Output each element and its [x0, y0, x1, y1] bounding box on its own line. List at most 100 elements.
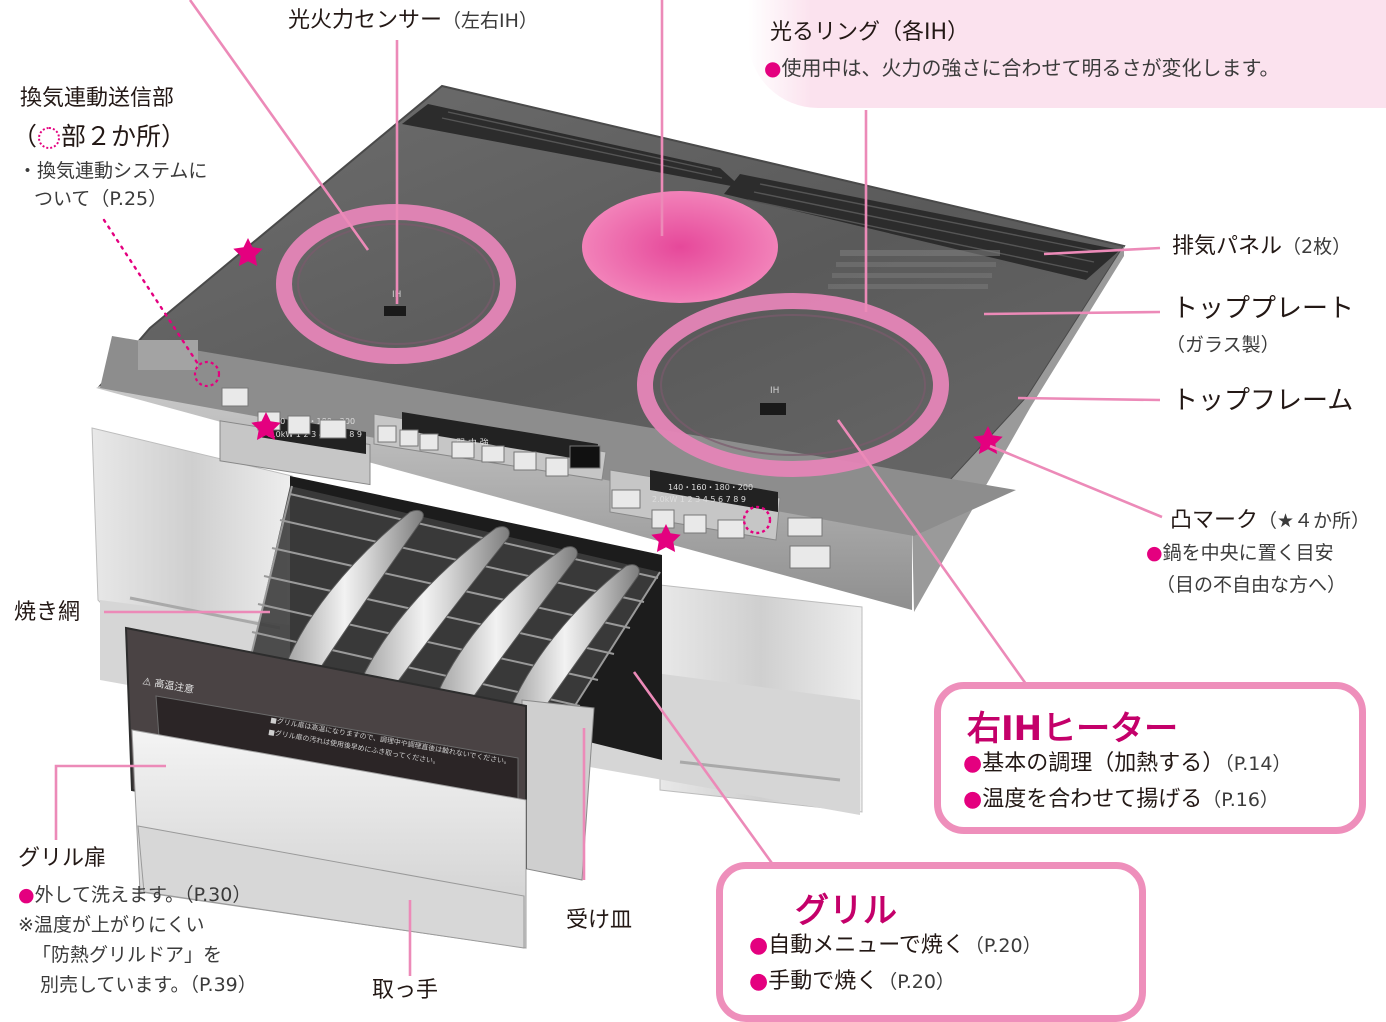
top-frame-right: [912, 246, 1124, 612]
right-ih-mark: IH: [770, 386, 779, 396]
exhaust-grille: [441, 111, 1101, 273]
grill-fish-button[interactable]: [513, 451, 537, 471]
fish-1: [279, 509, 424, 691]
exhaust-panel-note: （2枚）: [1282, 236, 1352, 258]
grill-item-1: ●自動メニューで焼く（P.20）: [749, 933, 1042, 959]
left-up-button[interactable]: [287, 415, 311, 435]
leader-line-exhaust-panel: [1043, 246, 1161, 256]
grill-door-desc-4: 別売しています。（P.39）: [40, 974, 257, 996]
grill-item-2-page: （P.20）: [878, 971, 955, 993]
right-ih-ring: [637, 293, 949, 477]
right-ih-item-1-page: （P.14）: [1224, 753, 1292, 775]
grill-minus-button[interactable]: [399, 429, 419, 447]
leader-line-right-ih: [836, 419, 1028, 685]
vent-link-title: 換気連動送信部: [20, 86, 175, 111]
left-power-button[interactable]: [221, 387, 249, 407]
grill-back-button[interactable]: [451, 441, 475, 459]
exhaust-panel-label: 排気パネル（2枚）: [1172, 234, 1351, 260]
convex-mark-note: （★４か所）: [1258, 510, 1371, 532]
right-light-sensor: [760, 403, 786, 415]
light-sensor-label: 光火力センサー（左右IH）: [288, 8, 538, 34]
right-control-buttons[interactable]: [611, 489, 831, 569]
grill-plus-button[interactable]: [419, 433, 439, 451]
vent-link-right-marker: [742, 505, 772, 535]
top-frame-title: トップフレーム: [1172, 386, 1354, 416]
right-ih-item-1-text: ●基本の調理（加熱する）: [963, 751, 1225, 776]
left-light-sensor: [384, 306, 406, 316]
center-heater: [582, 191, 778, 303]
grill-door-desc-3: 「防熱グリルドア」を: [32, 944, 223, 966]
light-sensor-note: （左右IH）: [442, 10, 538, 32]
convex-mark-star-icon: [651, 524, 681, 552]
vent-link-paren-rest: 部２か所）: [61, 122, 187, 151]
right-fry-button[interactable]: [717, 519, 745, 539]
mode-button[interactable]: [789, 545, 831, 569]
vent-link-location: （ 部２か所）: [12, 122, 186, 152]
grill-auto-button[interactable]: [545, 457, 569, 477]
grilled-fish: [279, 509, 640, 733]
grill-heading: グリル: [795, 891, 897, 931]
right-ih-item-2: ●温度を合わせて揚げる（P.16）: [963, 787, 1279, 813]
grill-item-2-text: ●手動で焼く: [749, 969, 879, 994]
grill-status-display: [569, 445, 601, 469]
convex-mark-label: 凸マーク（★４か所）: [1170, 508, 1370, 534]
grill-door-desc-2: ※温度が上がりにくい: [18, 914, 205, 936]
vent-link-sensor-plate: [138, 340, 198, 370]
dotted-circle-icon: [38, 127, 61, 149]
grill-door-handle[interactable]: [137, 825, 525, 949]
drip-tray-title: 受け皿: [566, 908, 633, 933]
light-ring-label-highlight: [748, 0, 1386, 108]
leader-line-grill: [632, 671, 776, 867]
grill-door-title: グリル扉: [18, 846, 107, 871]
left-power-digits: 2.0kW 1 2 3 4 5 6 7 8 9: [268, 430, 362, 439]
light-ring-title: 光るリング（各IH）: [770, 20, 970, 45]
vent-link-note-2: ついて（P.25）: [34, 188, 168, 210]
top-plate-title: トッププレート: [1172, 294, 1355, 324]
vent-link-left-marker: [193, 360, 221, 388]
right-ih-item-2-page: （P.16）: [1202, 789, 1279, 811]
grill-net-title: 焼き網: [14, 600, 81, 625]
right-ih-item-2-text: ●温度を合わせて揚げる: [963, 787, 1203, 812]
right-power-digits: 2.0kW 1 2 3 4 5 6 7 8 9: [652, 495, 746, 504]
main-power-button[interactable]: [787, 517, 823, 537]
convex-mark-desc-1: ●鍋を中央に置く目安: [1146, 542, 1334, 564]
control-strip: [100, 336, 1016, 536]
leader-line-left-ih: [188, 0, 370, 251]
right-temp-scale: 140・160・180・200: [668, 483, 753, 492]
convex-mark-desc-2: （目の不自由な方へ）: [1156, 574, 1347, 596]
vent-link-paren-open: （: [12, 122, 38, 151]
convex-mark-star-icon: [251, 412, 281, 441]
grill-callout: グリル ●自動メニューで焼く（P.20） ●手動で焼く（P.20）: [716, 862, 1146, 1022]
leader-line-top-frame: [1017, 396, 1161, 402]
right-down-button[interactable]: [651, 509, 675, 529]
handle-title: 取っ手: [372, 978, 439, 1003]
body-slot-line: [679, 760, 841, 782]
fish-3: [429, 546, 578, 723]
vent-link-note-1: ・換気連動システムに: [18, 160, 208, 182]
right-up-button[interactable]: [683, 514, 707, 534]
right-ih-item-1: ●基本の調理（加熱する）（P.14）: [963, 751, 1291, 777]
leader-line-grill-door: [54, 764, 166, 840]
convex-mark-star-icon: [233, 238, 263, 266]
leader-line-convex-mark: [989, 444, 1163, 519]
leader-line-vent-link: [102, 218, 200, 366]
grill-item-2: ●手動で焼く（P.20）: [749, 969, 955, 995]
leader-lines: [54, 0, 1163, 976]
grill-next-button[interactable]: [481, 445, 505, 463]
light-sensor-title: 光火力センサー: [288, 8, 443, 33]
left-fry-button[interactable]: [319, 419, 347, 439]
right-power-button[interactable]: [611, 489, 641, 509]
grill-item-1-page: （P.20）: [964, 935, 1042, 957]
fish-4: [503, 564, 640, 733]
grill-power-button[interactable]: [377, 425, 397, 443]
exhaust-panel-title: 排気パネル: [1172, 234, 1283, 259]
convex-mark-title: 凸マーク: [1170, 508, 1259, 533]
light-ring-desc: ●使用中は、火力の強さに合わせて明るさが変化します。: [764, 56, 1280, 80]
right-ih-inner-line: [660, 314, 926, 456]
grill-door-desc-1: ●外して洗えます。（P.30）: [18, 884, 252, 906]
fish-2: [353, 526, 510, 707]
grill-item-1-text: ●自動メニューで焼く: [749, 933, 965, 958]
top-plate-note: （ガラス製）: [1166, 334, 1280, 356]
left-temp-scale: 140・160・180・200: [270, 417, 355, 426]
grill-control-buttons[interactable]: [377, 425, 601, 477]
